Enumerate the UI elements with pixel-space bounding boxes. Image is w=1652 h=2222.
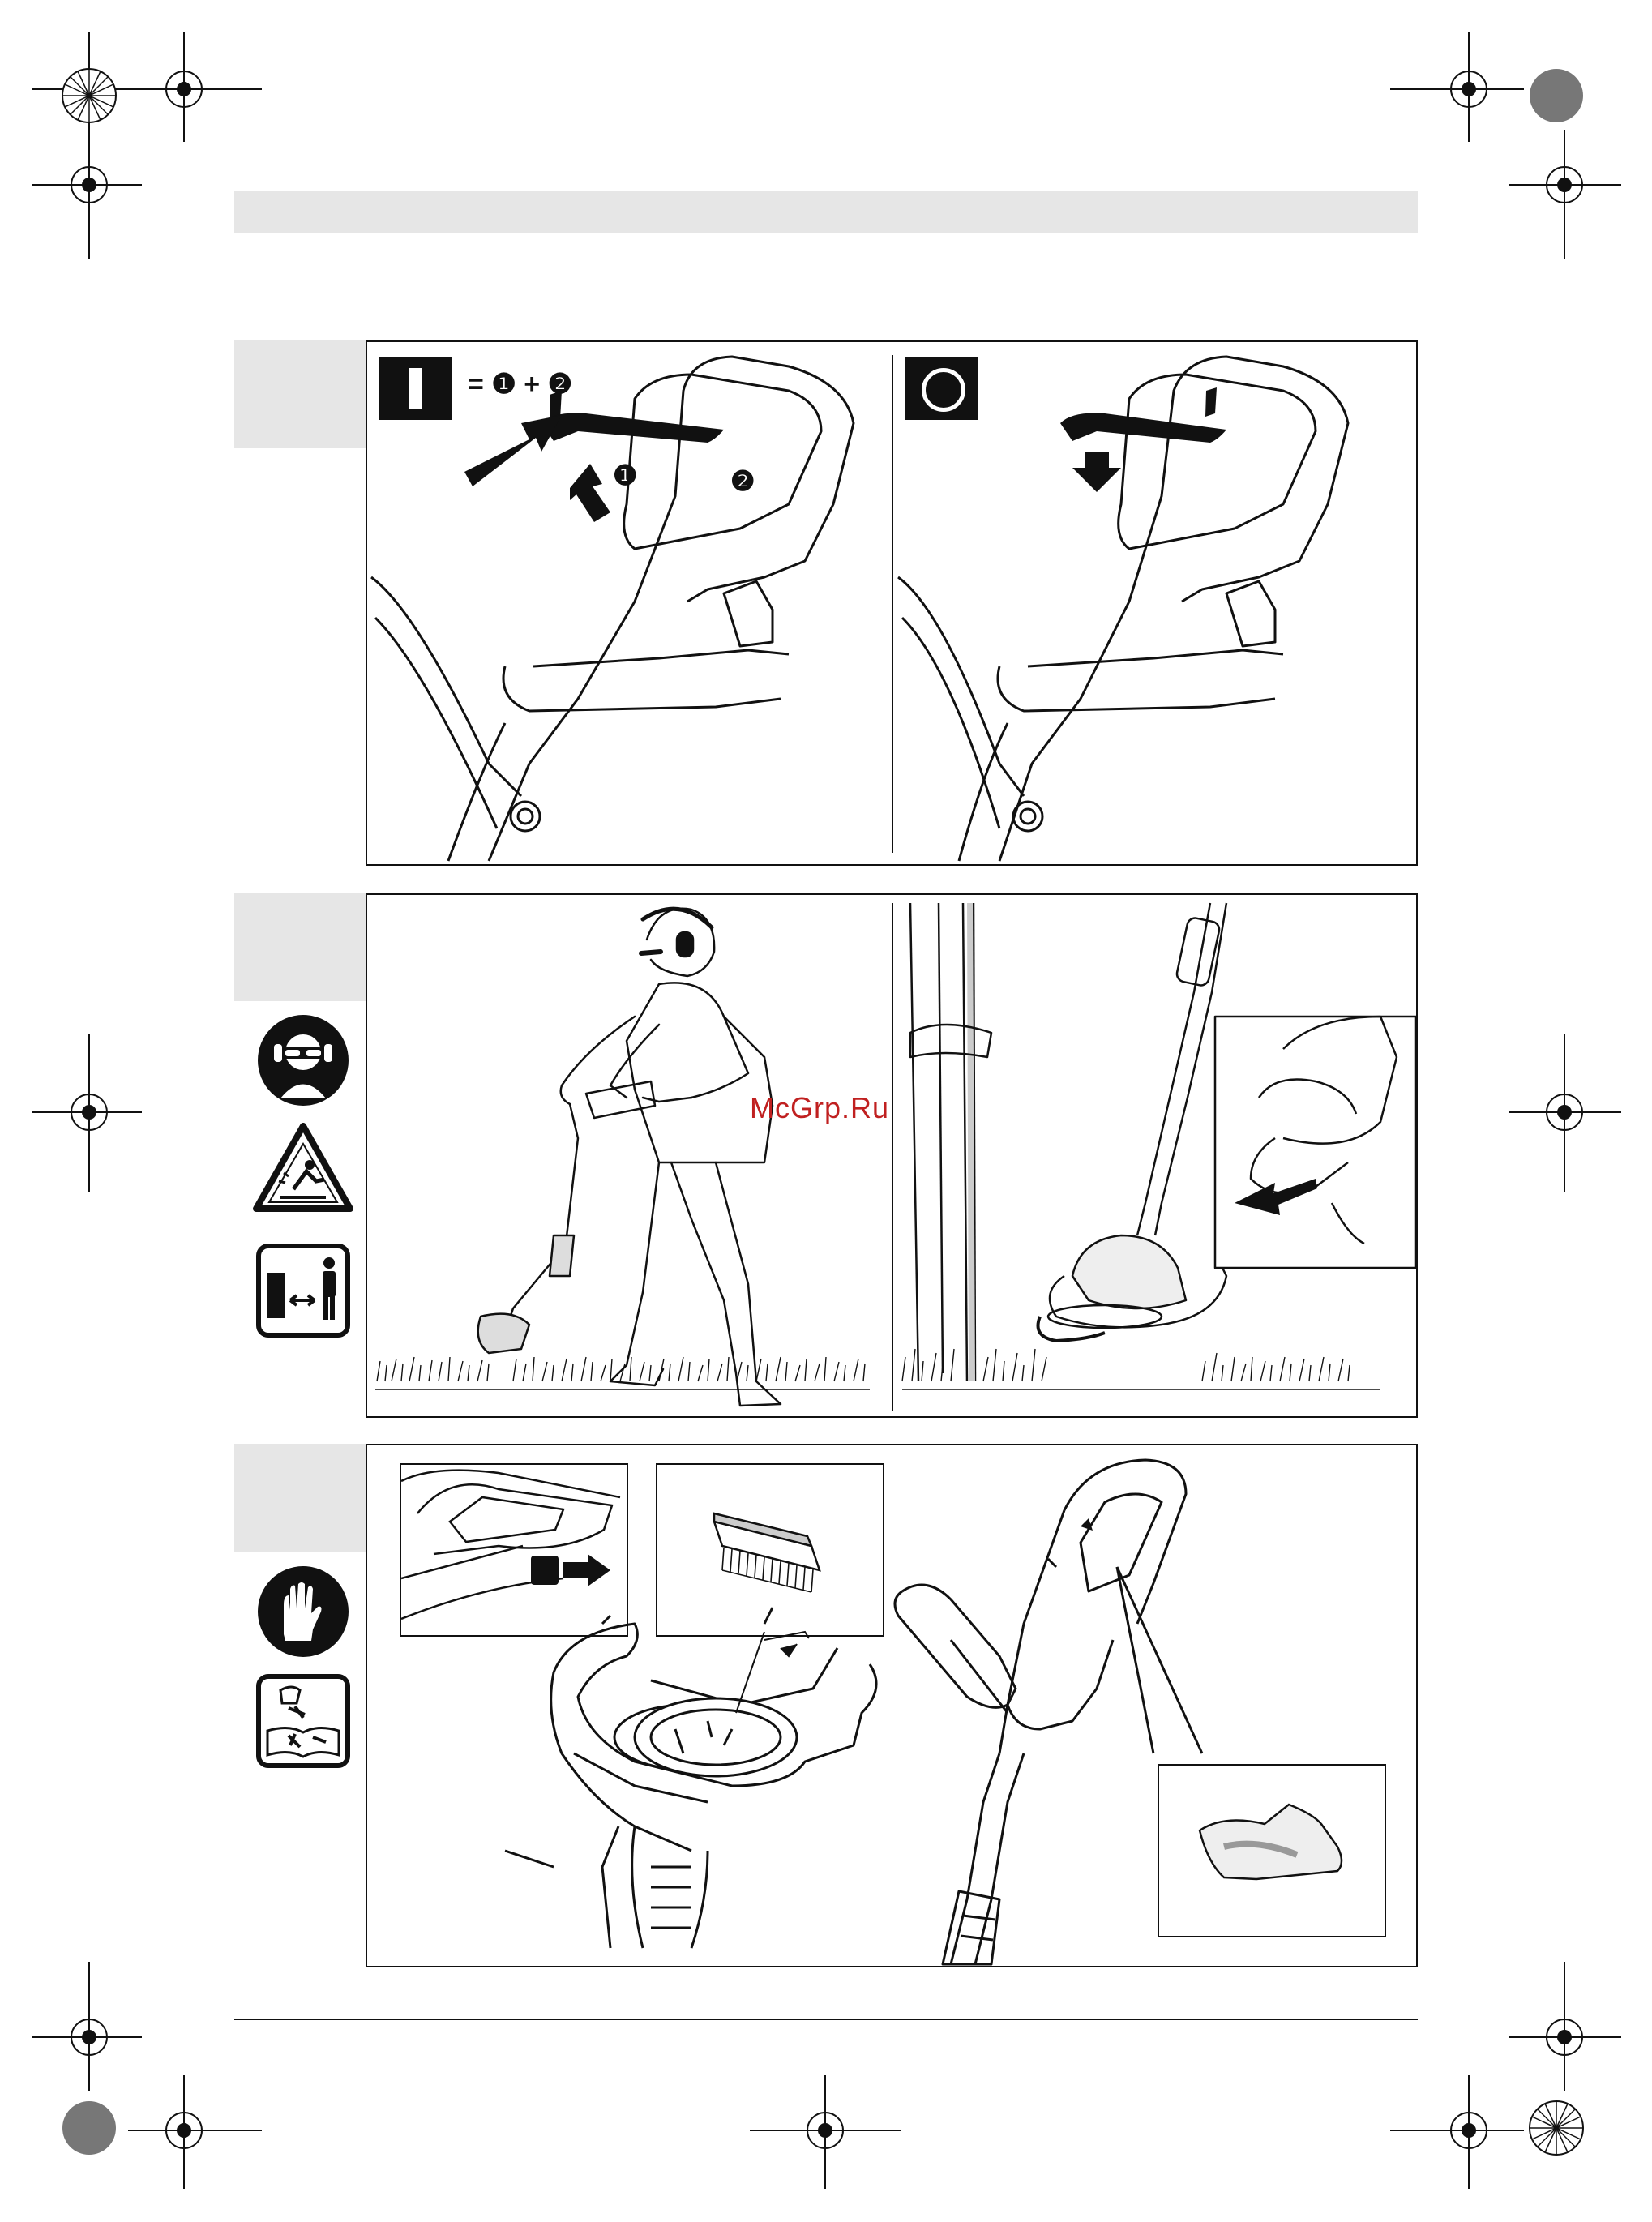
gloves-icon [256,1565,350,1659]
crop-mark-top-left-2 [128,32,262,142]
footer-rule [234,2019,1418,2020]
keep-distance-icon [256,1244,350,1338]
section-tab-maintenance [234,1444,366,1552]
crop-mark-left-mid [32,1034,142,1192]
watermark-text: McGrp.Ru [750,1091,889,1125]
crop-mark-right-mid [1509,1034,1621,1192]
gray-target-top-right [1530,69,1583,122]
operator-illustration [367,895,891,1417]
crop-mark-bottom-center [750,2075,901,2189]
arrow-label-step1: ❶ [613,460,637,492]
gray-target-bottom-left [62,2101,116,2155]
star-target-top-left [62,69,116,122]
panel-operation-divider [892,903,893,1411]
panel-switch: I = ❶ + ❷ O ❶ [366,340,1418,866]
panel-maintenance [366,1444,1418,1967]
cloth-detail [1158,1764,1386,1937]
eye-ear-protection-icon [256,1013,350,1107]
crop-mark-right-upper [1509,130,1621,259]
arrow-release [1072,452,1121,492]
handle-switch-on-illustration [367,342,891,864]
handle-switch-off-illustration [894,342,1418,864]
cleaning-cloth-icon [1159,1766,1385,1936]
panel-switch-divider [892,355,893,853]
crop-mark-top-right [1390,32,1524,142]
arrow-step2 [570,464,610,522]
arrow-label-step2: ❷ [730,465,755,498]
read-manual-icon [256,1674,350,1768]
crop-mark-right-lower [1509,1962,1621,2091]
crop-mark-bottom-left [128,2075,262,2189]
star-target-bottom-right [1530,2101,1583,2155]
spool-housing-illustration [367,1445,935,1967]
section-tab-operation [234,893,366,1001]
flying-debris-warning-icon [253,1123,353,1214]
crop-mark-left-upper [32,130,142,259]
tree-trimming-illustration [894,895,1418,1417]
crop-mark-bottom-right [1390,2075,1524,2189]
crop-mark-left-lower [32,1962,142,2091]
arrow-step1 [464,415,562,486]
panel-operation: McGrp.Ru [366,893,1418,1418]
header-bar [234,191,1418,233]
section-tab-switch [234,340,366,448]
